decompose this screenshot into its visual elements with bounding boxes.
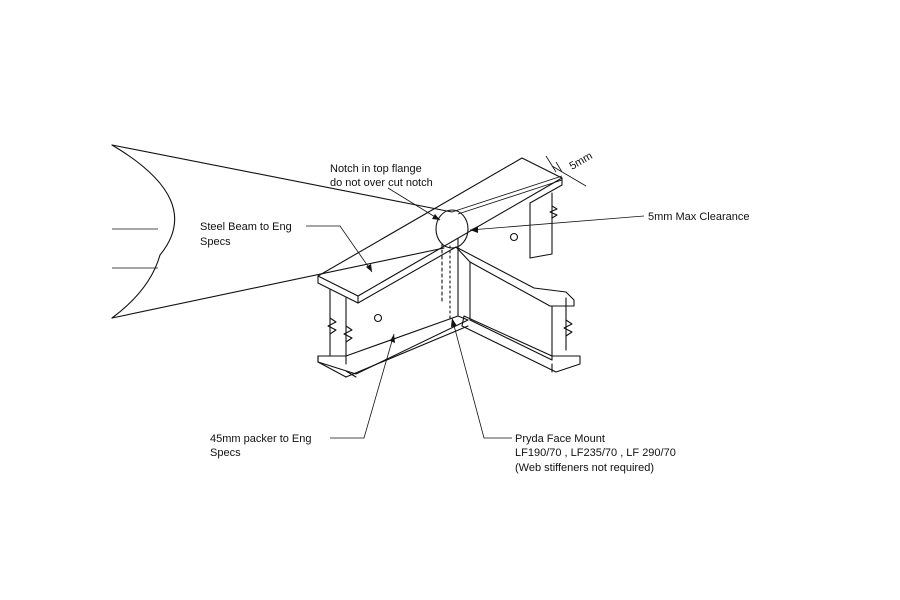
- packer-label-line1: 45mm packer to Eng: [210, 433, 312, 445]
- leader-lines: [306, 187, 645, 439]
- face-mount-label-line3: (Web stiffeners not required): [515, 462, 654, 474]
- steel-beam: [317, 157, 563, 378]
- detail-circle: [435, 209, 469, 249]
- face-mount-joist: [441, 243, 581, 373]
- clearance-label: 5mm Max Clearance: [648, 211, 749, 223]
- detail-callout-cone: [111, 144, 453, 319]
- face-mount-label-line2: LF190/70 , LF235/70 , LF 290/70: [515, 447, 676, 459]
- notch-label-line1: Notch in top flange: [330, 163, 422, 175]
- steel-beam-label-line1: Steel Beam to Eng: [200, 221, 292, 233]
- face-mount-label-line1: Pryda Face Mount: [515, 433, 605, 445]
- dimension-5mm: [545, 155, 587, 187]
- steel-beam-label-line2: Specs: [200, 236, 231, 248]
- dimension-5mm-label: 5mm: [568, 150, 595, 173]
- notch-label-line2: do not over cut notch: [330, 177, 433, 189]
- packer-label-line2: Specs: [210, 447, 241, 459]
